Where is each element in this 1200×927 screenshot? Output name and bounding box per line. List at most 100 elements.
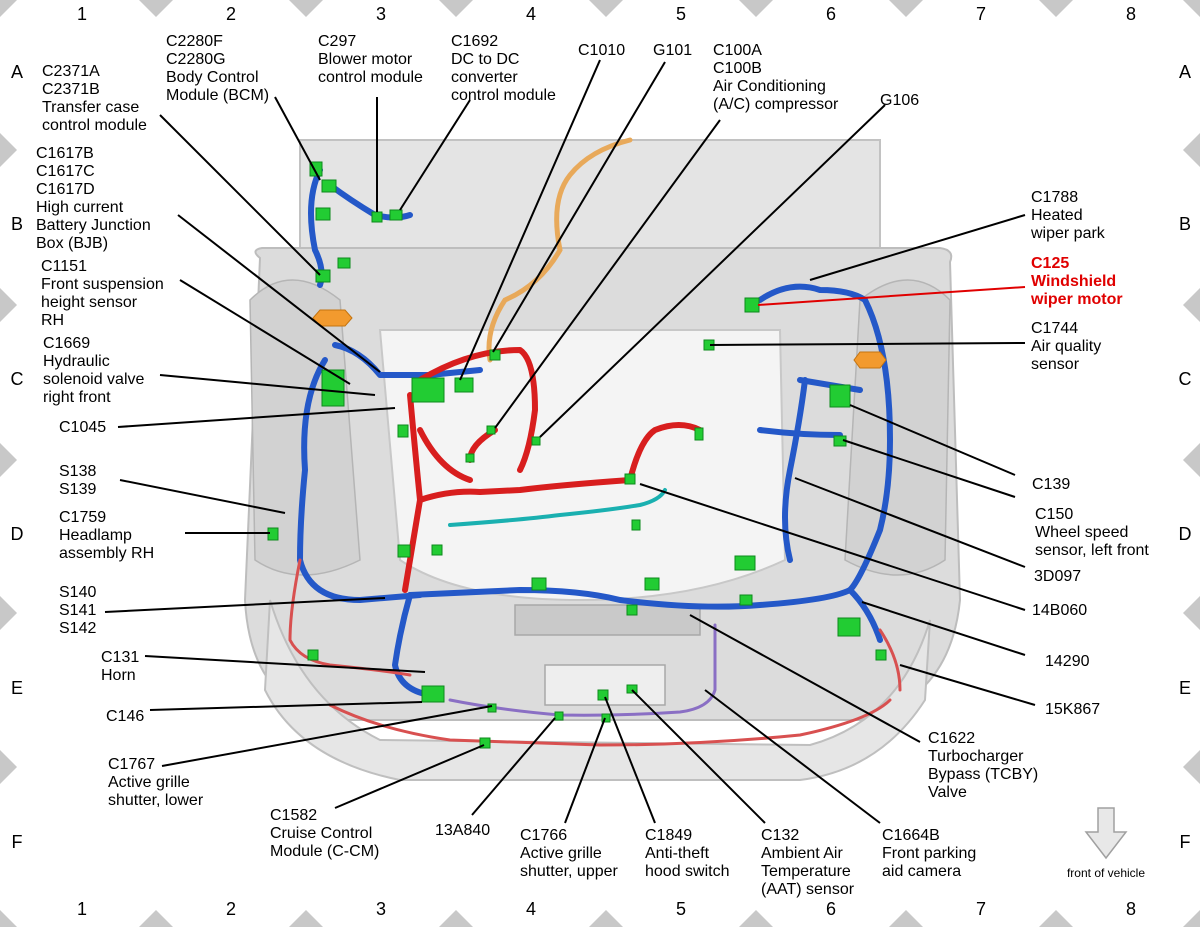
- grid-row-f-left: F: [12, 832, 23, 852]
- harness-blue: [297, 167, 893, 698]
- label-c131: C131 Horn: [101, 649, 144, 684]
- label-c2371: C2371A C2371B Transfer case control modu…: [42, 63, 147, 134]
- border-diamond-right-0: [1183, 133, 1200, 167]
- grid-col-5-bottom: 5: [676, 899, 686, 919]
- grid-col-1-top: 1: [77, 4, 87, 24]
- border-diamond-bottom-3: [589, 910, 623, 927]
- grid-col-8-top: 8: [1126, 4, 1136, 24]
- label-c1664: C1664B Front parking aid camera: [882, 827, 981, 880]
- label-c125: C125 Windshield wiper motor: [1030, 255, 1123, 308]
- grid-col-4-bottom: 4: [526, 899, 536, 919]
- label-c1692: C1692 DC to DC converter control module: [451, 33, 556, 104]
- grid-row-e-left: E: [11, 678, 23, 698]
- border-diamond-left-2: [0, 443, 17, 477]
- grid-col-3-bottom: 3: [376, 899, 386, 919]
- grid-col-6-bottom: 6: [826, 899, 836, 919]
- grid-row-c-right: C: [1179, 369, 1192, 389]
- border-diamond-right-2: [1183, 443, 1200, 477]
- label-c132: C132 Ambient Air Temperature (AAT) senso…: [761, 827, 855, 898]
- grid-col-7-top: 7: [976, 4, 986, 24]
- label-c1582: C1582 Cruise Control Module (C-CM): [270, 807, 379, 860]
- callout-labels: C2371A C2371B Transfer case control modu…: [36, 33, 1149, 898]
- border-diamond-right-1: [1183, 288, 1200, 322]
- grid-row-labels-right: A B C D E F: [1179, 62, 1192, 852]
- grid-col-8-bottom: 8: [1126, 899, 1136, 919]
- connectors: [267, 161, 887, 749]
- label-c1759: C1759 Headlamp assembly RH: [59, 509, 154, 562]
- grid-row-b-right: B: [1179, 214, 1191, 234]
- grid-row-c-left: C: [11, 369, 24, 389]
- grid-col-2-top: 2: [226, 4, 236, 24]
- label-s138: S138 S139: [59, 463, 101, 498]
- border-diamond-top-5: [889, 0, 923, 17]
- grid-col-labels-top: 1 2 3 4 5 6 7 8: [77, 4, 1136, 24]
- border-diamond-bottom-0: [139, 910, 173, 927]
- grid-col-6-top: 6: [826, 4, 836, 24]
- grid-col-labels-bottom: 1 2 3 4 5 6 7 8: [77, 899, 1136, 919]
- border-diamond-top-6: [1039, 0, 1073, 17]
- grid-row-labels-left: A B C D E F: [11, 62, 24, 852]
- label-c150: C150 Wheel speed sensor, left front: [1035, 506, 1149, 559]
- label-15k867: 15K867: [1045, 701, 1100, 718]
- label-c1766: C1766 Active grille shutter, upper: [520, 827, 619, 880]
- label-c139: C139: [1032, 476, 1070, 493]
- border-diamond-top-3: [589, 0, 623, 17]
- border-diamond-corner-tl: [0, 0, 17, 17]
- grid-col-3-top: 3: [376, 4, 386, 24]
- grid-col-1-bottom: 1: [77, 899, 87, 919]
- label-14b060: 14B060: [1032, 602, 1087, 619]
- border-diamond-bottom-2: [439, 910, 473, 927]
- label-c1622: C1622 Turbocharger Bypass (TCBY) Valve: [928, 730, 1043, 801]
- label-c1669: C1669 Hydraulic solenoid valve right fro…: [43, 335, 149, 406]
- label-c1045: C1045: [59, 419, 106, 436]
- grid-col-2-bottom: 2: [226, 899, 236, 919]
- border-diamond-right-4: [1183, 750, 1200, 784]
- label-c1788: C1788 Heated wiper park: [1030, 189, 1106, 242]
- front-of-vehicle-label: front of vehicle: [1067, 866, 1145, 880]
- border-diamond-bottom-4: [739, 910, 773, 927]
- harness-teal: [448, 488, 667, 527]
- border-diamond-left-0: [0, 133, 17, 167]
- grid-row-d-left: D: [11, 524, 24, 544]
- border-diamond-top-1: [289, 0, 323, 17]
- label-c1617: C1617B C1617C C1617D High current Batter…: [36, 145, 155, 252]
- label-c1849: C1849 Anti-theft hood switch: [645, 827, 730, 880]
- grid-row-a-left: A: [11, 62, 23, 82]
- front-of-vehicle-arrow-icon: [1084, 807, 1128, 860]
- label-14290: 14290: [1045, 653, 1090, 670]
- label-13a840: 13A840: [435, 822, 490, 839]
- label-c297: C297 Blower motor control module: [318, 33, 423, 86]
- border-diamond-left-1: [0, 288, 17, 322]
- border-diamond-corner-br: [1183, 910, 1200, 927]
- grid-col-4-top: 4: [526, 4, 536, 24]
- grid-row-b-left: B: [11, 214, 23, 234]
- grid-row-d-right: D: [1179, 524, 1192, 544]
- label-c146: C146: [106, 708, 144, 725]
- label-c100: C100A C100B Air Conditioning (A/C) compr…: [713, 42, 839, 113]
- label-g101: G101: [653, 42, 692, 59]
- label-c1151: C1151 Front suspension height sensor RH: [41, 258, 168, 329]
- border-diamond-corner-tr: [1183, 0, 1200, 17]
- grid-col-5-top: 5: [676, 4, 686, 24]
- border-diamond-corner-bl: [0, 910, 17, 927]
- leader-lines: [104, 59, 1036, 824]
- harness-red: [402, 347, 703, 593]
- border-diamond-right-3: [1183, 596, 1200, 630]
- label-g106: G106: [880, 92, 919, 109]
- border-diamond-bottom-1: [289, 910, 323, 927]
- border-diamond-bottom-6: [1039, 910, 1073, 927]
- grid-row-e-right: E: [1179, 678, 1191, 698]
- label-s140: S140 S141 S142: [59, 584, 101, 637]
- grid-row-a-right: A: [1179, 62, 1191, 82]
- harness-orange: [486, 137, 633, 363]
- border-diamond-left-4: [0, 750, 17, 784]
- border-diamond-top-0: [139, 0, 173, 17]
- label-3d097: 3D097: [1034, 568, 1081, 585]
- border-diamond-bottom-5: [889, 910, 923, 927]
- label-c1010: C1010: [578, 42, 625, 59]
- label-c2280: C2280F C2280G Body Control Module (BCM): [166, 33, 269, 104]
- border-diamond-top-4: [739, 0, 773, 17]
